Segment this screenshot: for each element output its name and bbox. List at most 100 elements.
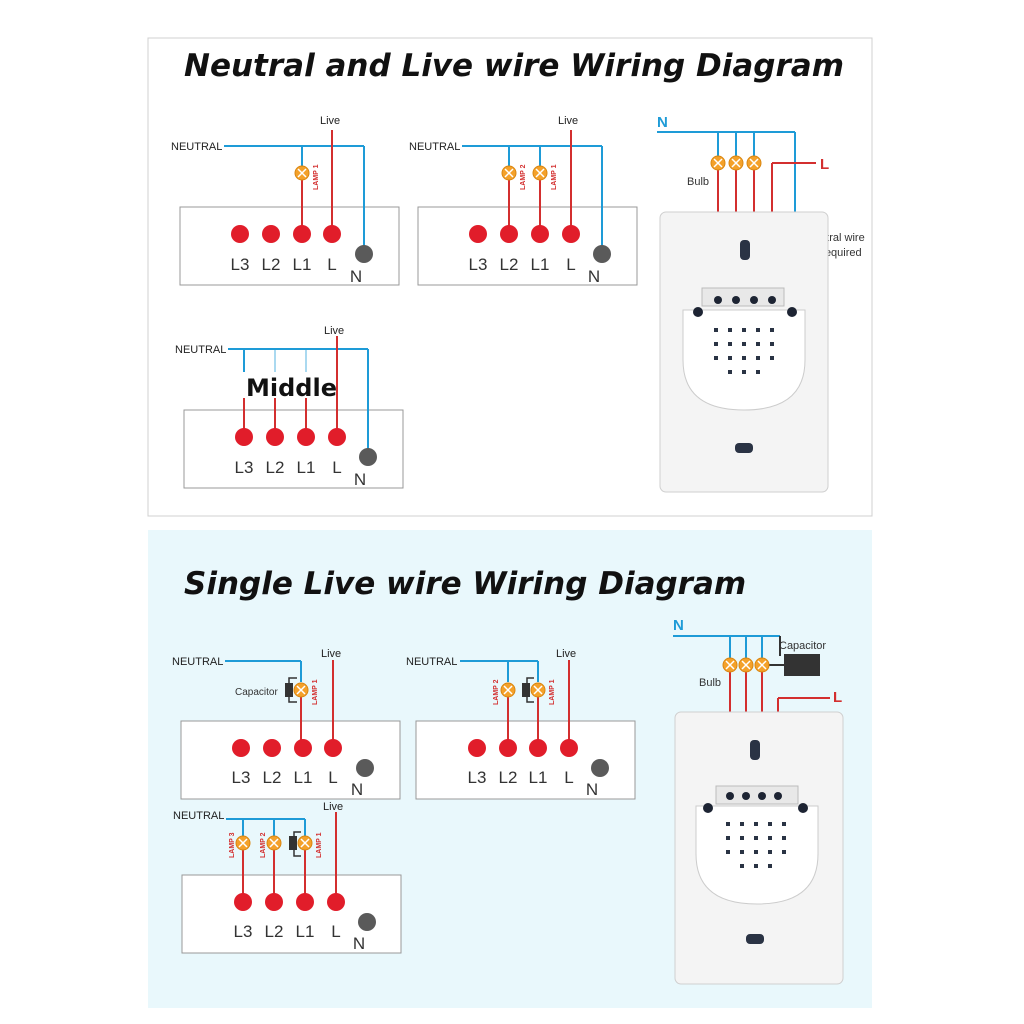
- lamp-1-label: LAMP 1: [313, 164, 320, 190]
- terminal-l1-label: L1: [294, 768, 313, 787]
- terminal-l3: [234, 893, 252, 911]
- terminal-l3-label: L3: [231, 255, 250, 274]
- terminal-l1: [296, 893, 314, 911]
- terminal-l2: [265, 893, 283, 911]
- terminal-l2: [262, 225, 280, 243]
- capacitor-label: Capacitor: [235, 687, 278, 698]
- photo-n-label: N: [657, 114, 668, 131]
- terminal-l3-label: L3: [232, 768, 251, 787]
- terminal-l2: [266, 428, 284, 446]
- mount-slot: [740, 240, 750, 260]
- terminal-l1: [529, 739, 547, 757]
- terminal-l: [327, 893, 345, 911]
- lamp-bulb-icon: [532, 165, 548, 181]
- terminal-l-label: L: [564, 768, 573, 787]
- bulb-icon: [728, 155, 744, 171]
- bottom-diagram-3: NEUTRAL Live LAMP 3 LAMP 2 LAMP 1 L3 L2 …: [173, 801, 402, 954]
- live-label: Live: [321, 648, 341, 660]
- terminal-l1-label: L1: [293, 255, 312, 274]
- lamp-bulb-icon: [235, 835, 251, 851]
- bulb-label: Bulb: [699, 677, 721, 689]
- neutral-label: NEUTRAL: [175, 344, 226, 356]
- terminal-l: [323, 225, 341, 243]
- terminal-l3-label: L3: [469, 255, 488, 274]
- terminal-l3: [231, 225, 249, 243]
- neutral-label: NEUTRAL: [173, 810, 224, 822]
- lamp-bulb-icon: [297, 835, 313, 851]
- terminal-n-label: N: [586, 780, 598, 799]
- top-diagram-2: NEUTRAL Live LAMP 2 LAMP 1 L3 L2 L1 L N: [409, 115, 638, 286]
- neutral-label: NEUTRAL: [406, 656, 457, 668]
- lamp-bulb-icon: [293, 682, 309, 698]
- terminal-l2-label: L2: [499, 768, 518, 787]
- terminal-l3: [232, 739, 250, 757]
- top-title: Neutral and Live wire Wiring Diagram: [184, 48, 844, 84]
- terminal-n-label: N: [351, 780, 363, 799]
- lamp-bulb-icon: [530, 682, 546, 698]
- terminal-l2: [499, 739, 517, 757]
- capacitor-icon: [285, 683, 293, 697]
- terminal-n: [356, 759, 374, 777]
- terminal-l1-label: L1: [297, 458, 316, 477]
- terminal-l2-label: L2: [266, 458, 285, 477]
- terminal-l2-label: L2: [500, 255, 519, 274]
- mount-slot: [746, 934, 764, 944]
- lamp-bulb-icon: [501, 165, 517, 181]
- mount-slot: [735, 443, 753, 453]
- terminal-l-label: L: [327, 255, 336, 274]
- terminal-l3: [235, 428, 253, 446]
- terminal-l: [562, 225, 580, 243]
- terminal-l1: [293, 225, 311, 243]
- terminal-n: [359, 448, 377, 466]
- live-label: Live: [324, 325, 344, 337]
- photo-l-label: L: [833, 689, 842, 706]
- terminal-l3-label: L3: [235, 458, 254, 477]
- bottom-diagram-1: NEUTRAL Live Capacitor LAMP 1 L3 L2 L1 L…: [172, 648, 401, 800]
- photo-l-label: L: [820, 156, 829, 173]
- live-label: Live: [558, 115, 578, 127]
- terminal-l3: [468, 739, 486, 757]
- lamp-bulb-icon: [500, 682, 516, 698]
- terminal-l3-label: L3: [234, 922, 253, 941]
- capacitor-icon: [522, 683, 530, 697]
- top-diagram-3: NEUTRAL Live Middle L3 L2 L1 L N: [175, 325, 404, 489]
- terminal-l2: [263, 739, 281, 757]
- terminal-l: [560, 739, 578, 757]
- bulb-label: Bulb: [687, 176, 709, 188]
- terminal-l2: [500, 225, 518, 243]
- bottom-title: Single Live wire Wiring Diagram: [184, 566, 746, 602]
- bottom-switch-photo: N L Capacitor Bulb: [673, 617, 844, 985]
- capacitor-icon: [784, 654, 820, 676]
- terminal-l: [328, 428, 346, 446]
- terminal-n-label: N: [350, 267, 362, 286]
- terminal-l1-label: L1: [296, 922, 315, 941]
- terminal-l-label: L: [566, 255, 575, 274]
- mount-slot: [750, 740, 760, 760]
- capacitor-label: Capacitor: [779, 640, 826, 652]
- terminal-l1-label: L1: [529, 768, 548, 787]
- terminal-n: [591, 759, 609, 777]
- terminal-l1: [531, 225, 549, 243]
- lamp-3-label: LAMP 3: [229, 832, 236, 858]
- vent-grid: [726, 822, 786, 868]
- terminal-n-label: N: [353, 934, 365, 953]
- live-label: Live: [320, 115, 340, 127]
- top-switch-photo: N L Bulb Neutral wire is Required: [657, 114, 865, 493]
- lamp-1-label: LAMP 1: [549, 679, 556, 705]
- terminal-l1: [297, 428, 315, 446]
- bulb-icon: [754, 657, 770, 673]
- terminal-l2-label: L2: [265, 922, 284, 941]
- bulb-icon: [722, 657, 738, 673]
- lamp-2-label: LAMP 2: [520, 164, 527, 190]
- lamp-2-label: LAMP 2: [493, 679, 500, 705]
- terminal-block: [701, 287, 785, 307]
- lamp-1-label: LAMP 1: [316, 832, 323, 858]
- terminal-l-label: L: [332, 458, 341, 477]
- terminal-l2-label: L2: [263, 768, 282, 787]
- live-label: Live: [323, 801, 343, 813]
- bulb-icon: [738, 657, 754, 673]
- lamp-1-label: LAMP 1: [312, 679, 319, 705]
- live-label: Live: [556, 648, 576, 660]
- lamp-2-label: LAMP 2: [260, 832, 267, 858]
